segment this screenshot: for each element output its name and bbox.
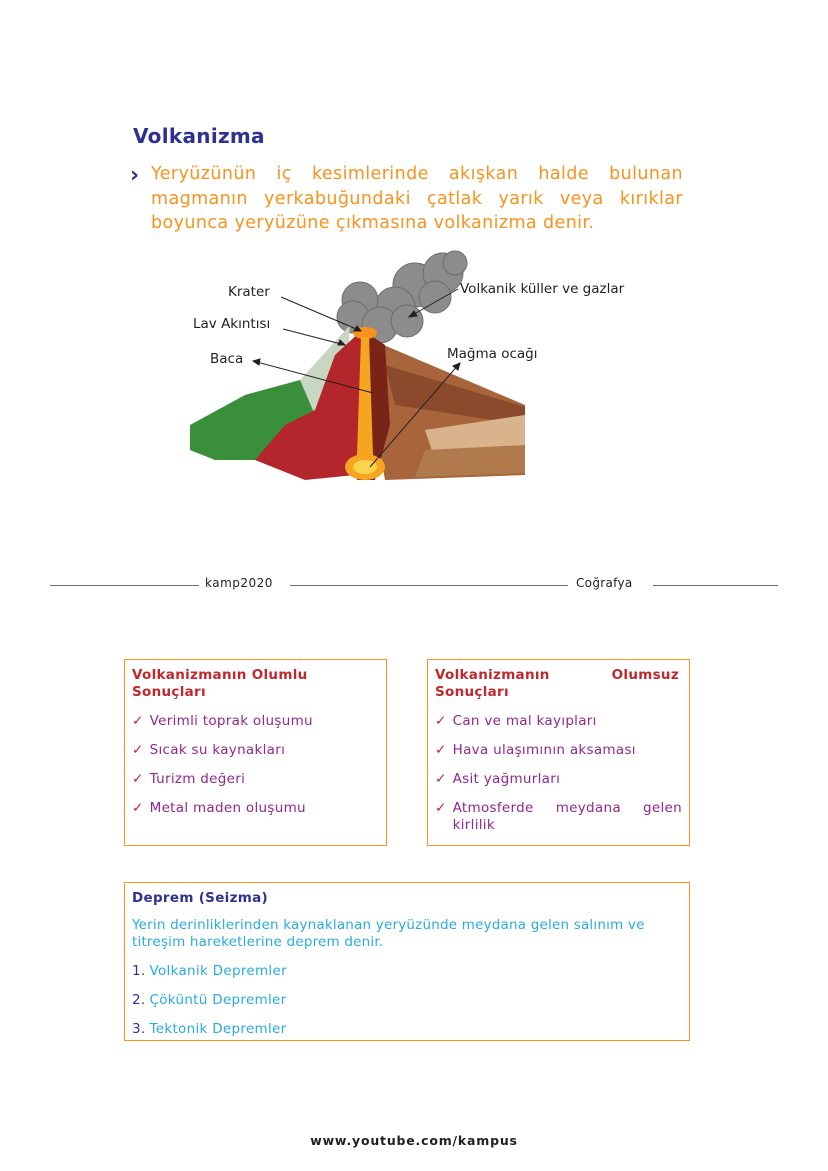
list-item: ✓Metal maden oluşumu xyxy=(132,800,306,816)
negative-box-title: Volkanizmanın Olumsuz xyxy=(435,667,679,683)
label-baca: Baca xyxy=(210,351,243,367)
list-item: ✓Asit yağmurları xyxy=(435,771,561,787)
volcano-diagram: Krater Lav Akıntısı Baca Volkanik küller… xyxy=(190,250,625,480)
check-icon: ✓ xyxy=(435,742,447,758)
list-item: ✓Turizm değeri xyxy=(132,771,246,787)
label-volkanik-kuller: Volkanik küller ve gazlar xyxy=(460,281,625,297)
list-item: 1.Volkanik Depremler xyxy=(132,963,287,979)
intro-paragraph: Yeryüzünün iç kesimlerinde akışkan halde… xyxy=(151,164,683,233)
earthquake-description: Yerin derinliklerinden kaynaklanan yeryü… xyxy=(132,917,645,950)
positive-results-box: Volkanizmanın Olumlu Sonuçları ✓Verimli … xyxy=(124,659,387,846)
label-arrows xyxy=(251,288,461,468)
list-item: 3.Tektonik Depremler xyxy=(132,1021,287,1037)
positive-box-title: Volkanizmanın Olumlu Sonuçları xyxy=(132,667,308,700)
list-item: ✓Hava ulaşımının aksaması xyxy=(435,742,636,758)
list-item: ✓Atmosferde meydana gelen kirlilik xyxy=(435,800,682,833)
earthquake-box: Deprem (Seizma) Yerin derinliklerinden k… xyxy=(124,882,690,1041)
label-lav-akintisi: Lav Akıntısı xyxy=(193,316,270,332)
check-icon: ✓ xyxy=(132,713,144,729)
list-item: ✓Verimli toprak oluşumu xyxy=(132,713,313,729)
list-item: ✓Sıcak su kaynakları xyxy=(132,742,286,758)
check-icon: ✓ xyxy=(435,713,447,729)
footer-brand: kamp2020 xyxy=(205,576,273,590)
label-krater: Krater xyxy=(228,284,270,300)
check-icon: ✓ xyxy=(132,800,144,816)
earthquake-box-title: Deprem (Seizma) xyxy=(132,890,268,906)
volcano-illustration xyxy=(190,250,525,480)
chevron-right-icon: › xyxy=(130,163,140,188)
list-item: 2.Çöküntü Depremler xyxy=(132,992,287,1008)
check-icon: ✓ xyxy=(435,771,447,787)
footer-subject: Coğrafya xyxy=(576,576,633,590)
negative-box-title-line2: Sonuçları xyxy=(435,684,509,700)
divider-middle xyxy=(290,585,568,586)
divider-left xyxy=(50,585,199,586)
check-icon: ✓ xyxy=(132,771,144,787)
footer-url: www.youtube.com/kampus xyxy=(310,1133,518,1148)
check-icon: ✓ xyxy=(132,742,144,758)
check-icon: ✓ xyxy=(435,800,447,816)
divider-right xyxy=(653,585,778,586)
label-magma-ocagi: Mağma ocağı xyxy=(447,346,537,362)
section-title: Volkanizma xyxy=(133,124,265,148)
list-item: ✓Can ve mal kayıpları xyxy=(435,713,597,729)
negative-results-box: Volkanizmanın Olumsuz Sonuçları ✓Can ve … xyxy=(427,659,690,846)
